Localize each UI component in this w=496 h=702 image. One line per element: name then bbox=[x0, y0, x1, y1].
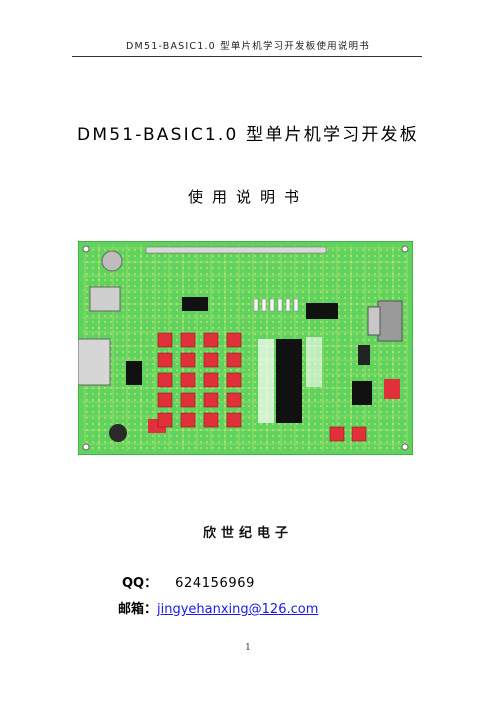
pcb-board-image bbox=[77, 240, 414, 456]
qq-label: QQ： bbox=[122, 576, 158, 591]
email-label: 邮箱： bbox=[118, 602, 158, 617]
company-name: 欣世纪电子 bbox=[202, 526, 293, 541]
page-number: 1 bbox=[245, 643, 251, 653]
document-title: DM51-BASIC1.0 型单片机学习开发板 bbox=[77, 125, 419, 145]
email-link[interactable]: jingyehanxing@126.com bbox=[157, 602, 319, 617]
running-header: DM51-BASIC1.0 型单片机学习开发板使用说明书 bbox=[126, 41, 370, 52]
qq-line: QQ： 624156969 bbox=[122, 572, 255, 591]
document-subtitle: 使用说明书 bbox=[187, 188, 308, 206]
email-line: 邮箱：jingyehanxing@126.com bbox=[118, 598, 318, 617]
header-rule bbox=[72, 56, 422, 57]
qq-number: 624156969 bbox=[175, 576, 255, 591]
